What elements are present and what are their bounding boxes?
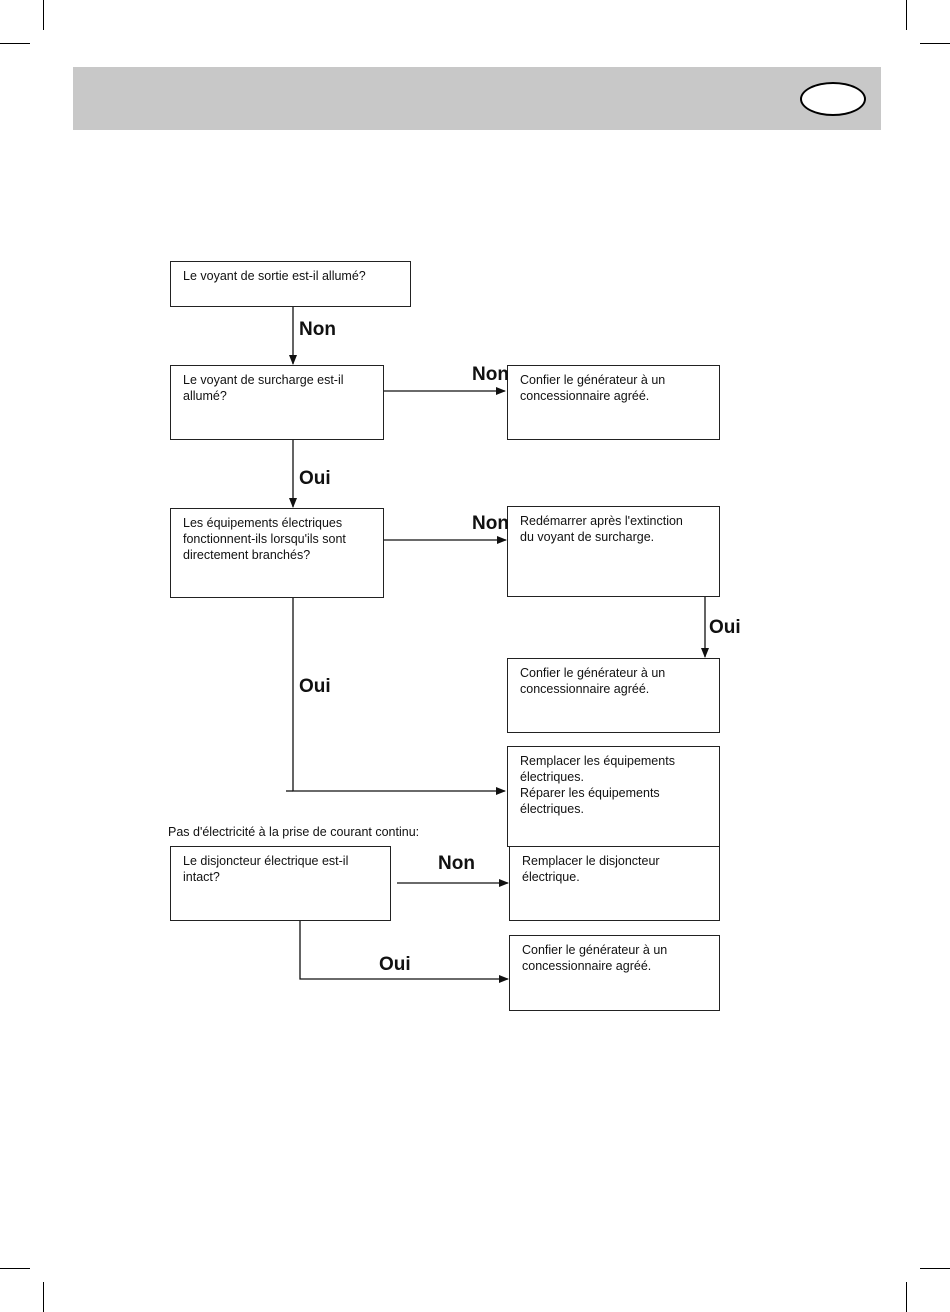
header-band — [73, 67, 881, 130]
action-dealer-2: Confier le générateur à un concessionnai… — [507, 658, 720, 733]
question-breaker-text: Le disjoncteur électrique est-il intact? — [183, 854, 349, 884]
section-title-dc-outlet: Pas d'électricité à la prise de courant … — [168, 825, 420, 839]
crop-mark-top-left-h — [0, 43, 30, 44]
action-dealer-3-text: Confier le générateur à un concessionnai… — [522, 943, 668, 973]
action-dealer-1: Confier le générateur à un concessionnai… — [507, 365, 720, 440]
label-oui-2: Oui — [709, 617, 741, 638]
crop-mark-bottom-left-v — [43, 1282, 44, 1312]
crop-mark-top-right-h — [920, 43, 950, 44]
question-equipment-direct-text: Les équipements électriques fonctionnent… — [183, 516, 346, 562]
label-oui-1: Oui — [299, 468, 331, 489]
crop-mark-bottom-right-h — [920, 1268, 950, 1269]
crop-mark-bottom-left-h — [0, 1268, 30, 1269]
label-oui-3: Oui — [299, 676, 331, 697]
question-overload-light: Le voyant de surcharge est-il allumé? — [170, 365, 384, 440]
label-non-3: Non — [472, 513, 509, 534]
language-badge-oval — [800, 82, 866, 116]
action-replace-breaker: Remplacer le disjoncteur électrique. — [509, 846, 720, 921]
label-non-2: Non — [472, 364, 509, 385]
question-output-light-text: Le voyant de sortie est-il allumé? — [183, 269, 366, 283]
question-equipment-direct: Les équipements électriques fonctionnent… — [170, 508, 384, 598]
crop-mark-top-right-v — [906, 0, 907, 30]
action-restart-text: Redémarrer après l'extinction du voyant … — [520, 514, 683, 544]
crop-mark-bottom-right-v — [906, 1282, 907, 1312]
crop-mark-top-left-v — [43, 0, 44, 30]
label-oui-4: Oui — [379, 954, 411, 975]
action-replace-breaker-text: Remplacer le disjoncteur électrique. — [522, 854, 660, 884]
label-non-1: Non — [299, 319, 336, 340]
action-restart: Redémarrer après l'extinction du voyant … — [507, 506, 720, 597]
arrow-q4-a7 — [299, 920, 509, 983]
question-breaker: Le disjoncteur électrique est-il intact? — [170, 846, 391, 921]
label-non-4: Non — [438, 853, 475, 874]
action-replace-equipment-text: Remplacer les équipements électriques. R… — [520, 754, 675, 816]
action-replace-equipment: Remplacer les équipements électriques. R… — [507, 746, 720, 847]
action-dealer-3: Confier le générateur à un concessionnai… — [509, 935, 720, 1011]
question-overload-light-text: Le voyant de surcharge est-il allumé? — [183, 373, 344, 403]
question-output-light: Le voyant de sortie est-il allumé? — [170, 261, 411, 307]
action-dealer-1-text: Confier le générateur à un concessionnai… — [520, 373, 666, 403]
action-dealer-2-text: Confier le générateur à un concessionnai… — [520, 666, 666, 696]
